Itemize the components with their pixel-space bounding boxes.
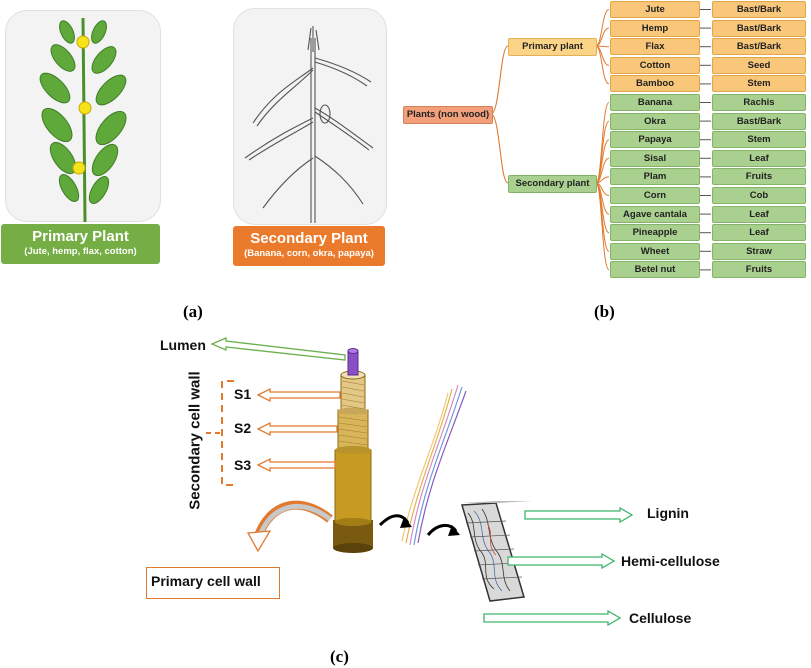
fiber-part-cell: Fruits xyxy=(712,168,806,186)
lignin-label: Lignin xyxy=(647,505,689,521)
plant-name-cell: Agave cantala xyxy=(610,205,700,223)
fiber-part-cell: Bast/Bark xyxy=(712,1,806,18)
fiber-part-cell: Leaf xyxy=(712,149,806,167)
panel-b-connectors xyxy=(490,9,711,271)
primary-plant-illustration xyxy=(39,17,127,222)
lumen-label: Lumen xyxy=(160,337,206,353)
panel-a: Primary Plant (Jute, hemp, flax, cotton)… xyxy=(0,0,400,321)
fiber-cylinder-illustration xyxy=(333,348,373,553)
fiber-part-cell: Seed xyxy=(712,56,806,74)
fiber-part-cell: Straw xyxy=(712,242,806,260)
plant-name-cell: Flax xyxy=(610,38,700,56)
fiber-part-cell: Leaf xyxy=(712,224,806,242)
plant-name-cell: Bamboo xyxy=(610,75,700,93)
primary-plant-node: Primary plant xyxy=(508,38,597,56)
fiber-part-cell: Stem xyxy=(712,131,806,149)
fiber-part-cell: Cob xyxy=(712,187,806,204)
fiber-part-cell: Bast/Bark xyxy=(712,112,806,130)
group-connector xyxy=(595,157,610,184)
cellulose-label: Cellulose xyxy=(629,610,692,626)
group-connector xyxy=(595,182,610,252)
group-connector xyxy=(595,9,610,47)
fiber-part-cell: Bast/Bark xyxy=(712,19,806,37)
cell-wall-block-illustration xyxy=(461,501,532,602)
s2-label: S2 xyxy=(234,420,252,436)
plant-name-cell: Sisal xyxy=(610,149,700,167)
group-connector xyxy=(595,27,610,47)
secondary-plant-label: Secondary Plant (Banana, corn, okra, pap… xyxy=(233,226,385,266)
plant-name-cell: Cotton xyxy=(610,56,700,74)
plant-name-cell: Jute xyxy=(610,1,700,18)
plant-name-cell: Hemp xyxy=(610,19,700,37)
hemicellulose-label: Hemi-cellulose xyxy=(621,553,720,569)
caption-c: (c) xyxy=(330,647,349,666)
secondary-plant-subtitle: (Banana, corn, okra, papaya) xyxy=(244,248,374,259)
s1-label: S1 xyxy=(234,386,252,402)
microfibril-strand-illustration xyxy=(401,384,467,546)
panel-c-diagram xyxy=(206,337,634,627)
s3-label: S3 xyxy=(234,457,252,473)
plant-name-cell: Plam xyxy=(610,168,700,186)
fiber-part-cell: Leaf xyxy=(712,205,806,223)
group-connector xyxy=(595,182,610,271)
caption-a: (a) xyxy=(183,302,203,321)
primary-cell-wall-box xyxy=(146,567,280,599)
secondary-plant-title: Secondary Plant xyxy=(250,230,368,247)
primary-plant-subtitle: (Jute, hemp, flax, cotton) xyxy=(24,246,137,257)
primary-plant-label: Primary Plant (Jute, hemp, flax, cotton) xyxy=(1,224,160,264)
plant-name-cell: Betel nut xyxy=(610,261,700,279)
primary-plant-title: Primary Plant xyxy=(32,228,129,245)
plant-name-cell: Pineapple xyxy=(610,224,700,242)
plant-name-cell: Banana xyxy=(610,94,700,111)
primary-cell-wall-label: Primary cell wall xyxy=(151,573,261,589)
secondary-plant-illustration xyxy=(244,26,374,223)
secondary-plant-node: Secondary plant xyxy=(508,175,597,193)
fiber-part-cell: Stem xyxy=(712,75,806,93)
plant-name-cell: Papaya xyxy=(610,131,700,149)
fiber-part-cell: Fruits xyxy=(712,261,806,279)
secondary-cell-wall-label: Secondary cell wall xyxy=(186,371,204,510)
secondary-plant-card xyxy=(233,8,387,225)
plant-name-cell: Wheet xyxy=(610,242,700,260)
root-node: Plants (non wood) xyxy=(403,106,493,124)
plant-name-cell: Okra xyxy=(610,112,700,130)
group-connector xyxy=(595,120,610,184)
fiber-part-cell: Rachis xyxy=(712,94,806,111)
fiber-part-cell: Bast/Bark xyxy=(712,38,806,56)
group-connector xyxy=(595,45,610,85)
caption-b: (b) xyxy=(594,302,615,321)
plant-name-cell: Corn xyxy=(610,187,700,204)
